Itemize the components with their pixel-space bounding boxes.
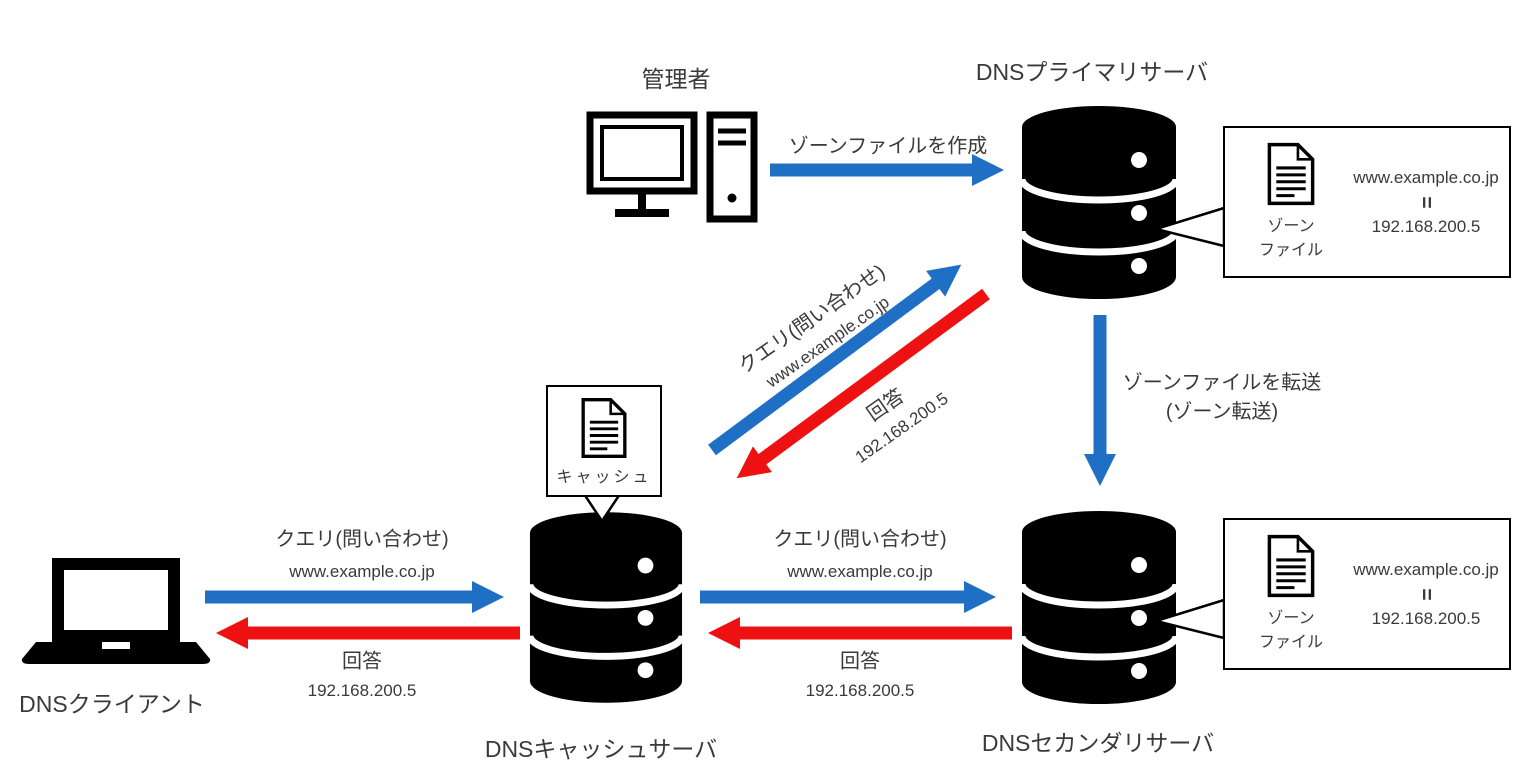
client-query-host: www.example.co.jp xyxy=(289,562,435,581)
zone-ip: 192.168.200.5 xyxy=(1371,216,1481,236)
diagonal-answer-label: 回答 192.168.200.5 xyxy=(832,360,953,467)
admin-label: 管理者 xyxy=(641,66,711,92)
primary-database-icon xyxy=(1018,106,1180,299)
client-answer-label: 回答 xyxy=(342,650,382,673)
secondary-server-label: DNSセカンダリサーバ xyxy=(981,730,1215,756)
zone-hostname: www.example.co.jp xyxy=(1353,167,1499,187)
zone-hostname: www.example.co.jp xyxy=(1353,559,1499,579)
client-query-label: クエリ(問い合わせ) xyxy=(275,528,449,551)
equals-sign: = xyxy=(1414,587,1438,601)
secondary-answer-label: 回答 xyxy=(840,650,880,673)
secondary-answer-ip: 192.168.200.5 xyxy=(805,681,915,700)
desktop-computer-icon xyxy=(586,111,758,223)
document-icon xyxy=(581,398,627,458)
secondary-database-icon xyxy=(1018,511,1180,704)
zone-ip: 192.168.200.5 xyxy=(1371,608,1481,628)
zone-transfer-label: ゾーンファイルを転送 (ゾーン転送) xyxy=(1122,372,1322,423)
create-zone-label: ゾーンファイルを作成 xyxy=(788,135,988,158)
cache-file-label: キャッシュ xyxy=(556,469,652,486)
equals-sign: = xyxy=(1414,195,1438,209)
cache-file-box: キャッシュ xyxy=(546,385,662,497)
client-label: DNSクライアント xyxy=(19,691,205,717)
cache-database-icon xyxy=(527,512,685,703)
diagonal-query-label: クエリ(問い合わせ) www.example.co.jp xyxy=(731,256,905,400)
cache-server-label: DNSキャッシュサーバ xyxy=(484,736,718,762)
secondary-query-label: クエリ(問い合わせ) xyxy=(773,528,947,551)
client-answer-ip: 192.168.200.5 xyxy=(307,681,417,700)
zone-file-label: ゾーン ファイル xyxy=(1258,610,1323,651)
secondary-query-host: www.example.co.jp xyxy=(787,562,933,581)
primary-zone-file-box: ゾーン ファイル www.example.co.jp = 192.168.200… xyxy=(1223,126,1511,278)
laptop-icon xyxy=(21,558,211,664)
document-icon xyxy=(1267,143,1315,206)
document-icon xyxy=(1267,535,1315,598)
primary-server-label: DNSプライマリサーバ xyxy=(975,59,1209,85)
zone-file-label: ゾーン ファイル xyxy=(1258,218,1323,259)
secondary-zone-file-box: ゾーン ファイル www.example.co.jp = 192.168.200… xyxy=(1223,518,1511,670)
